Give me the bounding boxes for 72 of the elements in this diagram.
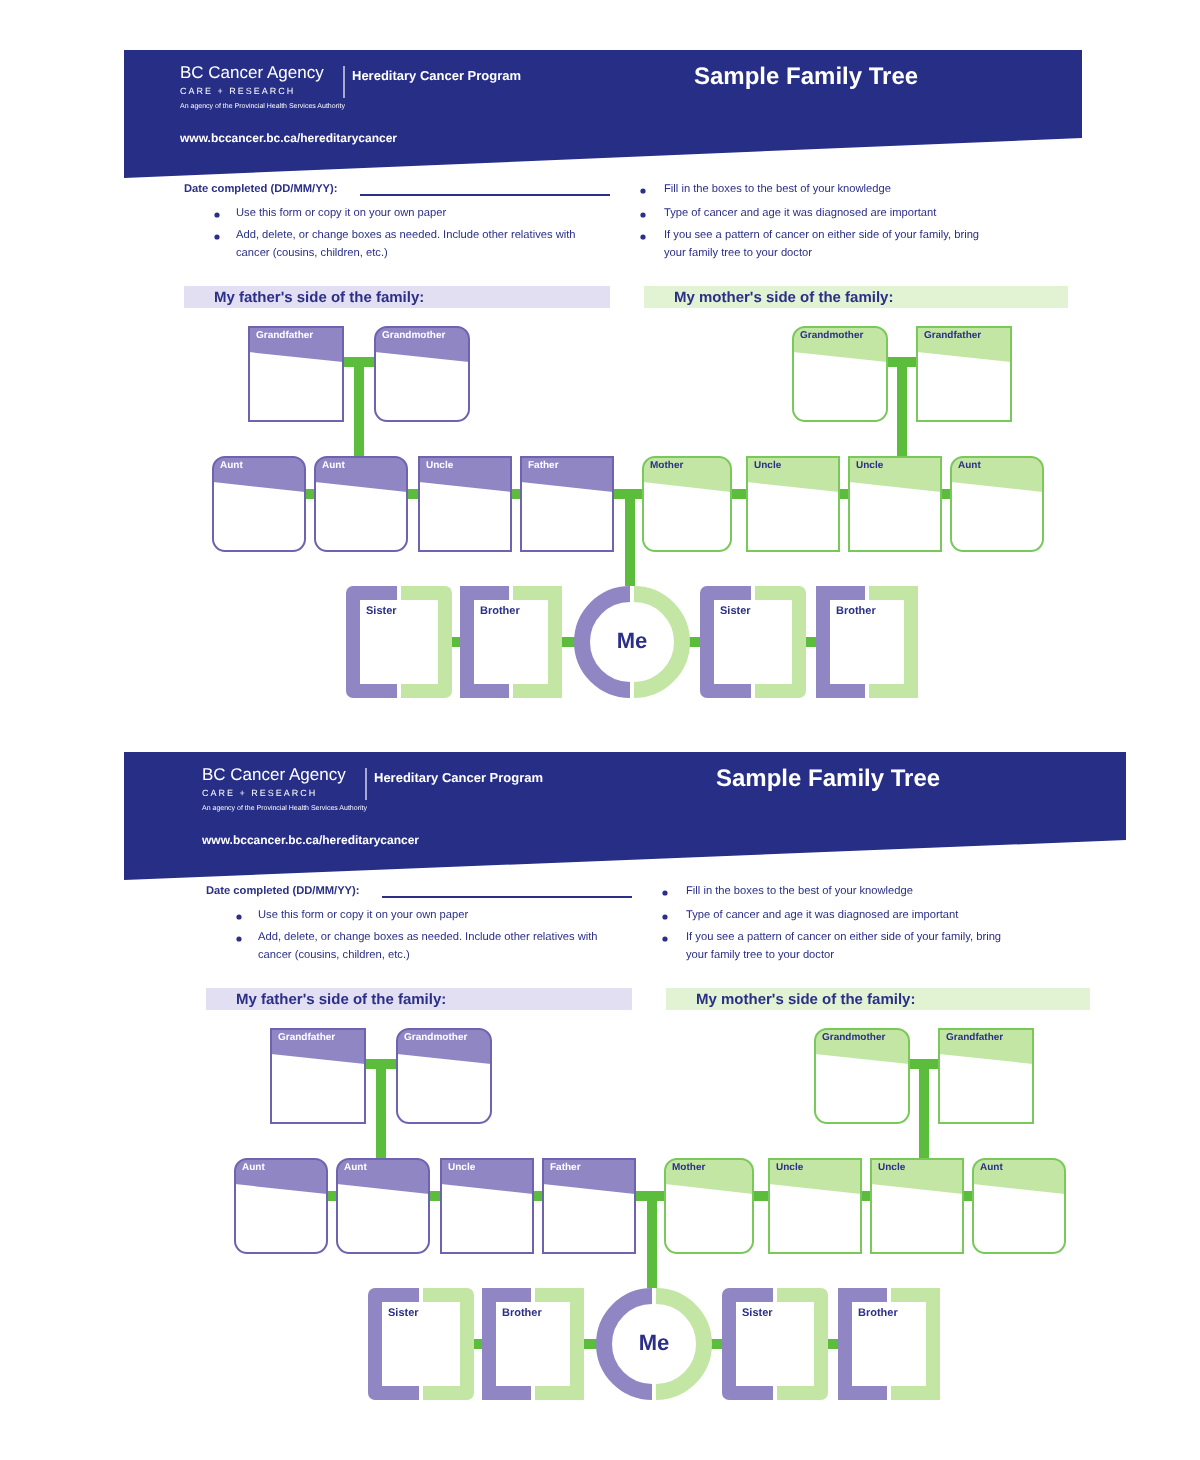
connector-line — [361, 1059, 401, 1163]
relative-box — [814, 1028, 910, 1124]
section-band — [644, 286, 1068, 308]
connector-line — [710, 1339, 722, 1349]
connector-line — [964, 1191, 972, 1201]
sibling-bracket — [368, 1288, 474, 1400]
me-circle — [576, 586, 688, 698]
connector-line — [534, 1191, 542, 1201]
connector-line — [430, 1191, 440, 1201]
relative-box — [314, 456, 408, 552]
title: Sample Family Tree — [716, 766, 941, 793]
relative-box — [212, 456, 306, 552]
connector-line — [452, 637, 460, 647]
connector-line — [562, 637, 576, 647]
connector-line — [828, 1339, 838, 1349]
connector-line — [688, 637, 700, 647]
relative-box — [248, 326, 344, 422]
relative-box — [542, 1158, 636, 1254]
connector-line — [306, 489, 314, 499]
relative-box — [972, 1158, 1066, 1254]
relative-box — [440, 1158, 534, 1254]
connector-line — [474, 1339, 482, 1349]
sibling-bracket — [346, 586, 452, 698]
relative-box — [938, 1028, 1034, 1124]
connector-line — [408, 489, 418, 499]
connector-line — [328, 1191, 336, 1201]
sibling-bracket — [816, 586, 918, 698]
relative-box — [664, 1158, 754, 1254]
header-banner — [124, 50, 1082, 180]
relative-box — [270, 1028, 366, 1124]
header-banner — [124, 752, 1126, 882]
relative-box — [374, 326, 470, 422]
sibling-bracket — [700, 586, 806, 698]
relative-box — [396, 1028, 492, 1124]
sibling-bracket — [722, 1288, 828, 1400]
connector-line — [942, 489, 950, 499]
connector-line — [609, 489, 647, 591]
relative-box — [950, 456, 1044, 552]
relative-box — [234, 1158, 328, 1254]
section-band — [184, 286, 610, 308]
relative-box — [336, 1158, 430, 1254]
relative-box — [870, 1158, 964, 1254]
section-band — [666, 988, 1090, 1010]
connector-line — [512, 489, 520, 499]
connector-line — [584, 1339, 598, 1349]
connector-line — [631, 1191, 669, 1293]
sibling-bracket — [460, 586, 562, 698]
relative-box — [642, 456, 732, 552]
relative-box — [768, 1158, 862, 1254]
relative-box — [520, 456, 614, 552]
relative-box — [746, 456, 840, 552]
me-label: Me — [636, 1332, 672, 1357]
relative-box — [418, 456, 512, 552]
relative-box — [916, 326, 1012, 422]
connector-line — [862, 1191, 870, 1201]
sibling-bracket — [838, 1288, 940, 1400]
organization-name: BC Cancer Agency — [202, 766, 346, 785]
section-band — [206, 988, 632, 1010]
title: Sample Family Tree — [694, 64, 919, 91]
connector-line — [806, 637, 816, 647]
relative-box — [792, 326, 888, 422]
connector-line — [883, 357, 921, 461]
connector-line — [732, 489, 746, 499]
relative-box — [848, 456, 942, 552]
me-label: Me — [614, 630, 650, 655]
connector-line — [840, 489, 848, 499]
connector-line — [905, 1059, 943, 1163]
organization-name: BC Cancer Agency — [180, 64, 324, 83]
connector-line — [754, 1191, 768, 1201]
connector-line — [339, 357, 379, 461]
me-circle — [598, 1288, 710, 1400]
sibling-bracket — [482, 1288, 584, 1400]
